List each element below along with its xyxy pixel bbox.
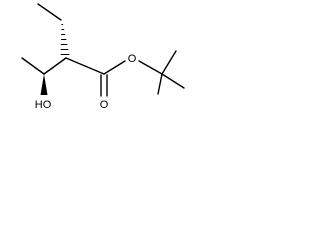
carbonyl-to-ester-oxygen-bond — [103, 60, 126, 75]
tert-butyl-methyl-bonds — [157, 50, 185, 95]
alpha-to-carbinol-bond — [43, 57, 67, 75]
ethyl-to-alpha-carbon-wedge — [60, 23, 70, 56]
structure-diagram: HO O O — [21, 3, 185, 111]
ester-oxygen-label: O — [128, 53, 137, 65]
carbonyl-double-bond — [100, 74, 108, 97]
hydroxyl-label: HO — [35, 99, 52, 111]
carbinol-to-methyl-bond — [21, 57, 45, 75]
carbinol-to-hydroxyl-wedge — [40, 74, 48, 95]
ethyl-ch2-ch3-bond — [37, 3, 62, 21]
carbonyl-oxygen-label: O — [100, 99, 109, 111]
alpha-to-carbonyl-bond — [65, 57, 105, 75]
ester-oxygen-to-quaternary-carbon-bond — [138, 60, 163, 75]
